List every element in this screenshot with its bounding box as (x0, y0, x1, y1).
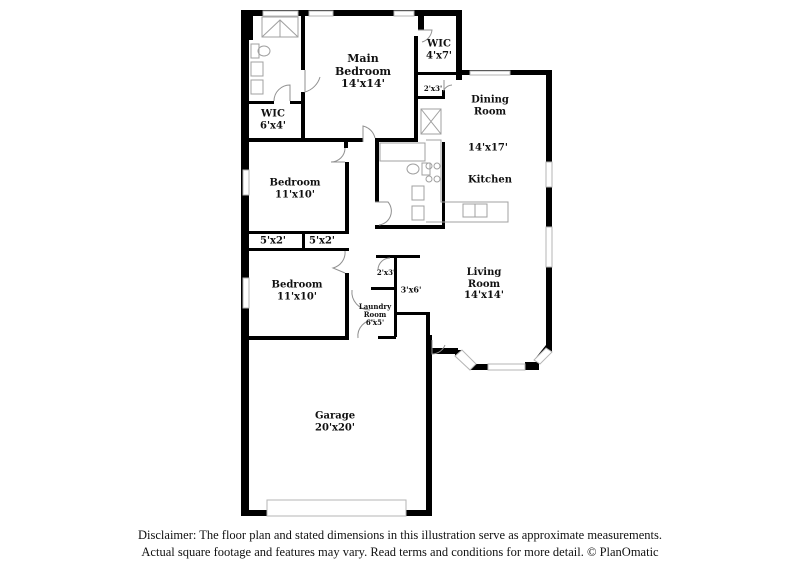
room-name: Bedroom (271, 279, 323, 291)
room-dimensions: 14'x14' (464, 289, 504, 301)
room-dimensions: 11'x10' (277, 291, 317, 302)
room-label-closet-laundry: 2'x3' (376, 267, 396, 277)
room-name: WIC (261, 108, 285, 120)
room-name: Room (363, 309, 387, 319)
room-label-closet-left: 5'x2' (260, 235, 286, 247)
room-dimensions: 6'x5' (365, 318, 385, 328)
fixtures (250, 16, 509, 223)
room-dimensions: 14'x14' (341, 77, 385, 91)
room-label-kitchen: Kitchen (468, 174, 512, 186)
room-name: Laundry (358, 301, 392, 311)
room-dimensions: 14'x17' (468, 142, 508, 154)
room-dimensions: 4'x7' (425, 50, 453, 61)
room-name: Kitchen (467, 174, 513, 186)
room-label-hall: 3'x6' (401, 285, 422, 294)
room-label-dining-room: Dining Room (471, 95, 509, 118)
room-name: Dining (471, 94, 509, 106)
room-name: WIC (427, 38, 451, 50)
room-dimensions: 20'x20' (315, 422, 355, 433)
interior-walls (249, 10, 456, 342)
room-label-bedroom-1: Bedroom 11'x10' (270, 178, 321, 201)
room-label-laundry-room: Laundry Room 6'x5' (358, 301, 392, 328)
room-name: Main (347, 52, 379, 66)
doors (273, 29, 453, 355)
disclaimer: Disclaimer: The floor plan and stated di… (0, 527, 800, 561)
room-name: Living (466, 266, 502, 278)
windows (242, 10, 553, 517)
room-label-bedroom-2: Bedroom 11'x10' (272, 280, 323, 303)
room-name: Bedroom (269, 177, 321, 189)
disclaimer-line-1: Disclaimer: The floor plan and stated di… (138, 528, 662, 542)
room-dimensions: 11'x10' (275, 189, 315, 200)
room-label-wic-main: WIC 4'x7' (426, 39, 452, 62)
room-label-wic-bath: WIC 6'x4' (260, 109, 286, 132)
room-name: Room (473, 106, 507, 117)
room-label-closet-top: 2'x3' (423, 83, 443, 93)
room-dimensions: 3'x6' (400, 284, 422, 295)
room-name: Garage (314, 410, 356, 422)
disclaimer-line-2: Actual square footage and features may v… (141, 545, 659, 559)
room-label-kitchen-dimensions: 14'x17' (468, 142, 508, 154)
room-label-closet-right: 5'x2' (309, 235, 335, 247)
room-dimensions: 2'x3' (423, 83, 443, 93)
room-dimensions: 5'x2' (259, 235, 287, 247)
room-label-main-bedroom: Main Bedroom 14'x14' (334, 52, 392, 91)
room-label-living-room: Living Room 14'x14' (464, 267, 504, 302)
room-dimensions: 5'x2' (308, 235, 336, 247)
room-dimensions: 2'x3' (376, 267, 396, 277)
room-name: Bedroom (334, 64, 392, 78)
room-label-garage: Garage 20'x20' (315, 411, 355, 434)
room-name: Room (467, 278, 501, 290)
room-dimensions: 6'x4' (259, 120, 287, 131)
